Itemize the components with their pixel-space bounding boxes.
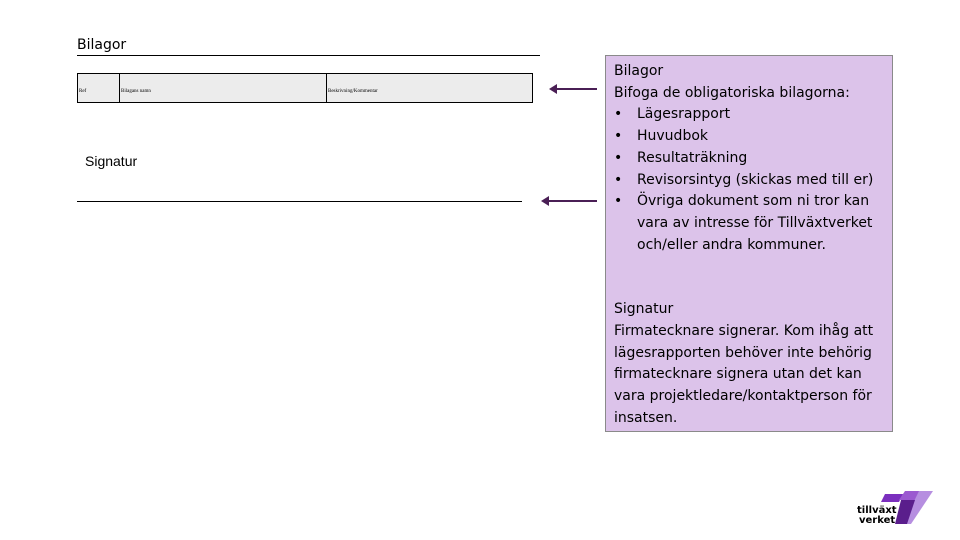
help-title: Bilagor [614,63,664,79]
help-panel: Bilagor Bifoga de obligatoriska bilagorn… [605,55,893,432]
logo-mark-icon: tillväxt verket [857,491,933,526]
table-header-name: Bilagans namn [120,74,327,102]
signature-label: Signatur [85,153,138,169]
signature-line [77,201,522,202]
list-item: Resultaträkning [614,148,892,170]
list-item: Lägesrapport [614,104,892,126]
help-intro: Bifoga de obligatoriska bilagorna: [614,84,850,101]
section-title: Bilagor [77,37,127,53]
list-item: Revisorsintyg (skickas med till er) [614,170,892,192]
table-header-ref: Ref [78,74,120,102]
logo-text-line2: verket [859,515,895,526]
tillvaxtverket-logo: tillväxt verket [855,488,935,533]
attachments-table: Ref Bilagans namn Beskrivning/Kommentar [77,73,533,103]
arrow-left-icon [549,84,597,94]
help-signature-title: Signatur [614,301,674,318]
list-item: Övriga dokument som ni tror kan vara av … [614,191,892,256]
list-item: Huvudbok [614,126,892,148]
section-title-rule [77,55,540,56]
help-list: Lägesrapport Huvudbok Resultaträkning Re… [614,104,892,256]
logo-text-line1: tillväxt [857,505,897,516]
arrow-left-icon [541,196,597,206]
help-signature-text: Firmatecknare signerar. Kom ihåg att läg… [614,323,874,426]
table-header-description: Beskrivning/Kommentar [328,88,378,94]
